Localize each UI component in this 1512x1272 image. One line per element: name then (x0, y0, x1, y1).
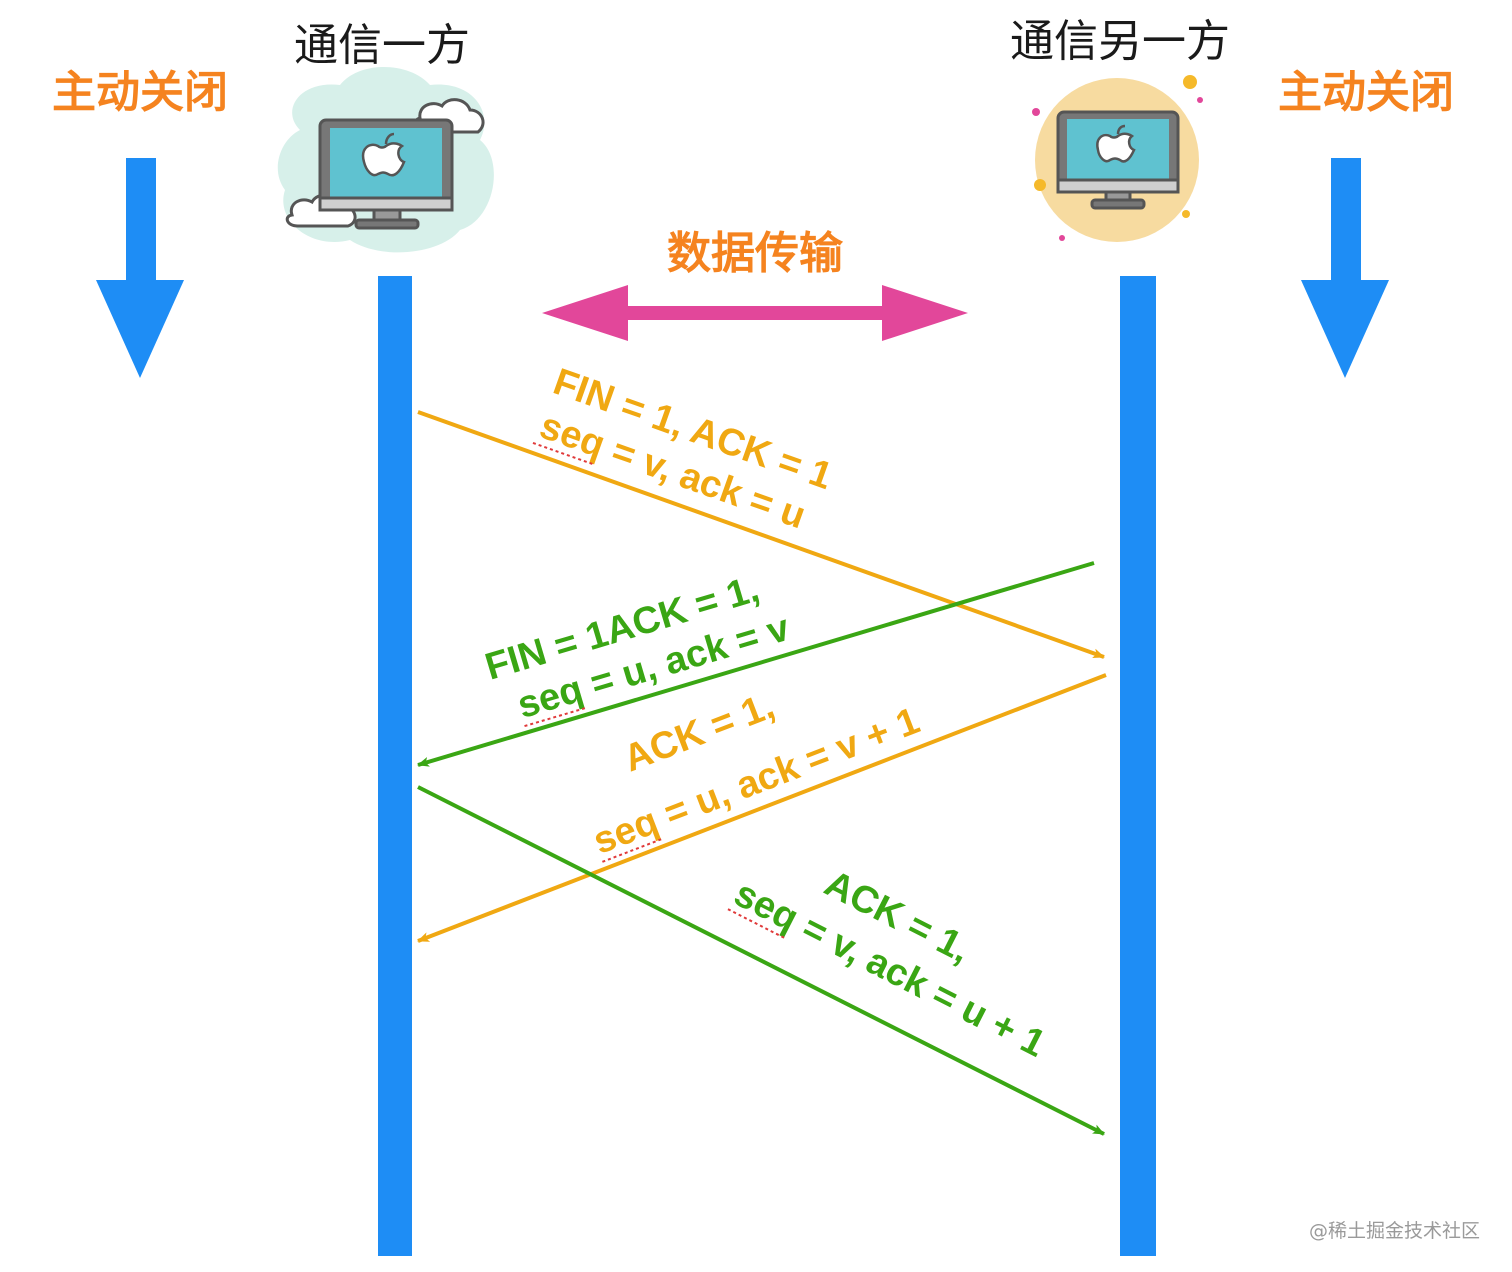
right-timeline (1120, 276, 1156, 1256)
message-1-label: FIN = 1, ACK = 1 seq = v, ack = u (532, 361, 837, 537)
left-active-close-label: 主动关闭 (52, 67, 228, 118)
left-party-title: 通信一方 (294, 20, 470, 71)
message-4-arrow (417, 785, 1105, 1136)
left-down-arrow-icon (96, 158, 184, 378)
right-down-arrow-icon (1301, 158, 1389, 378)
message-3-arrow (417, 673, 1107, 943)
message-2-arrow (417, 561, 1095, 767)
left-timeline (378, 276, 412, 1256)
data-transfer-label: 数据传输 (667, 228, 844, 279)
right-active-close-label: 主动关闭 (1278, 67, 1454, 118)
computer-with-sun-icon (1032, 75, 1203, 242)
right-party-title: 通信另一方 (1010, 16, 1230, 67)
data-transfer-double-arrow-icon (542, 285, 968, 341)
computer-with-clouds-icon (277, 66, 494, 253)
watermark-text: @稀土掘金技术社区 (1309, 1220, 1480, 1242)
message-1-arrow (417, 410, 1105, 659)
